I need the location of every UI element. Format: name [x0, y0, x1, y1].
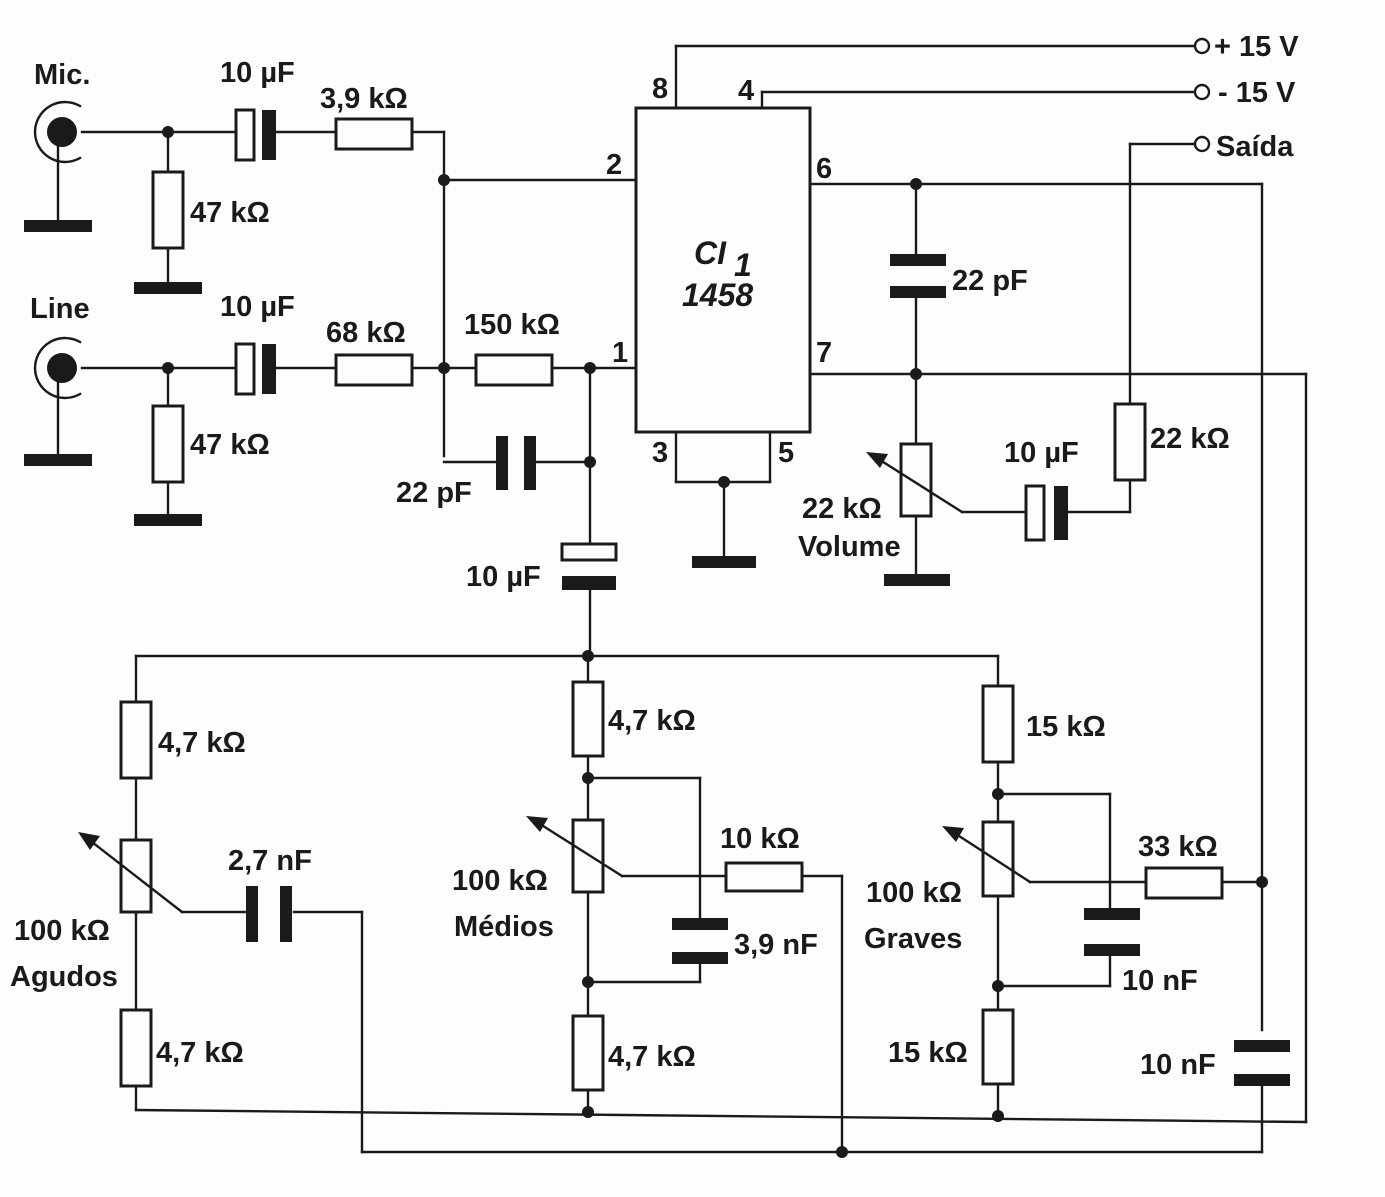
line-bias-resistor-label: 47 kΩ	[190, 429, 270, 461]
mic-input-label: Mic.	[34, 59, 90, 91]
ic-subscript: 1	[734, 247, 752, 283]
line-input-resistor-label: 68 kΩ	[326, 317, 406, 349]
mid-series-resistor-label: 10 kΩ	[720, 823, 800, 855]
wiring	[80, 44, 1308, 1154]
treble-pot-name: Agudos	[10, 961, 118, 993]
mid-pot-name: Médios	[454, 911, 554, 943]
mid-pot-value: 100 kΩ	[452, 865, 548, 897]
bass-cap-label: 10 nF	[1122, 965, 1198, 997]
line-jack	[24, 336, 92, 466]
op-amp-ic	[634, 106, 812, 434]
mic-input-resistor-label: 3,9 kΩ	[320, 83, 408, 115]
ground-symbols	[134, 282, 950, 586]
compensation-cap-label: 22 pF	[952, 265, 1028, 297]
treble-bottom-resistor-label: 4,7 kΩ	[156, 1037, 244, 1069]
ic-pin-4: 4	[738, 75, 754, 107]
ic-pin-7: 7	[816, 337, 832, 369]
mic-jack	[24, 100, 92, 232]
volume-pot-value: 22 kΩ	[802, 493, 882, 525]
ic-pin-1: 1	[612, 337, 628, 369]
line-input-label: Line	[30, 293, 90, 325]
bass-bottom-resistor-label: 15 kΩ	[888, 1037, 968, 1069]
output-filter-cap-label: 10 nF	[1140, 1049, 1216, 1081]
potentiometers	[78, 442, 1032, 914]
ic-designator: CI	[694, 235, 727, 271]
line-coupling-cap-label: 10 µF	[220, 291, 295, 323]
volume-pot-name: Volume	[798, 531, 901, 563]
bass-pot-name: Graves	[864, 923, 962, 955]
ic-part-number: 1458	[682, 277, 753, 313]
positive-supply-label: + 15 V	[1214, 31, 1299, 63]
mid-bottom-resistor-label: 4,7 kΩ	[608, 1041, 696, 1073]
treble-cap-label: 2,7 nF	[228, 845, 312, 877]
volume-cap-label: 10 µF	[1004, 437, 1079, 469]
negative-supply-label: - 15 V	[1218, 77, 1296, 109]
mic-bias-resistor-label: 47 kΩ	[190, 197, 270, 229]
mid-cap-label: 3,9 nF	[734, 929, 818, 961]
ic-pin-5: 5	[778, 437, 794, 469]
coupling-cap-label: 10 µF	[466, 561, 541, 593]
supply-terminals	[1193, 37, 1211, 153]
junction-dots	[162, 126, 1268, 1158]
mic-coupling-cap-label: 10 µF	[220, 57, 295, 89]
treble-pot-value: 100 kΩ	[14, 915, 110, 947]
ic-pin-3: 3	[652, 437, 668, 469]
treble-top-resistor-label: 4,7 kΩ	[158, 727, 246, 759]
mid-top-resistor-label: 4,7 kΩ	[608, 705, 696, 737]
feedback-resistor-label: 150 kΩ	[464, 309, 560, 341]
bass-top-resistor-label: 15 kΩ	[1026, 711, 1106, 743]
bass-pot-value: 100 kΩ	[866, 877, 962, 909]
ic-pin-6: 6	[816, 153, 832, 185]
ic-pin-2: 2	[606, 149, 622, 181]
resistors	[119, 117, 1224, 1092]
ic-pin-8: 8	[652, 73, 668, 105]
output-terminal-label: Saída	[1216, 131, 1294, 163]
feedback-cap-label: 22 pF	[396, 477, 472, 509]
capacitors	[234, 108, 1290, 1086]
bass-series-resistor-label: 33 kΩ	[1138, 831, 1218, 863]
output-resistor-label: 22 kΩ	[1150, 423, 1230, 455]
